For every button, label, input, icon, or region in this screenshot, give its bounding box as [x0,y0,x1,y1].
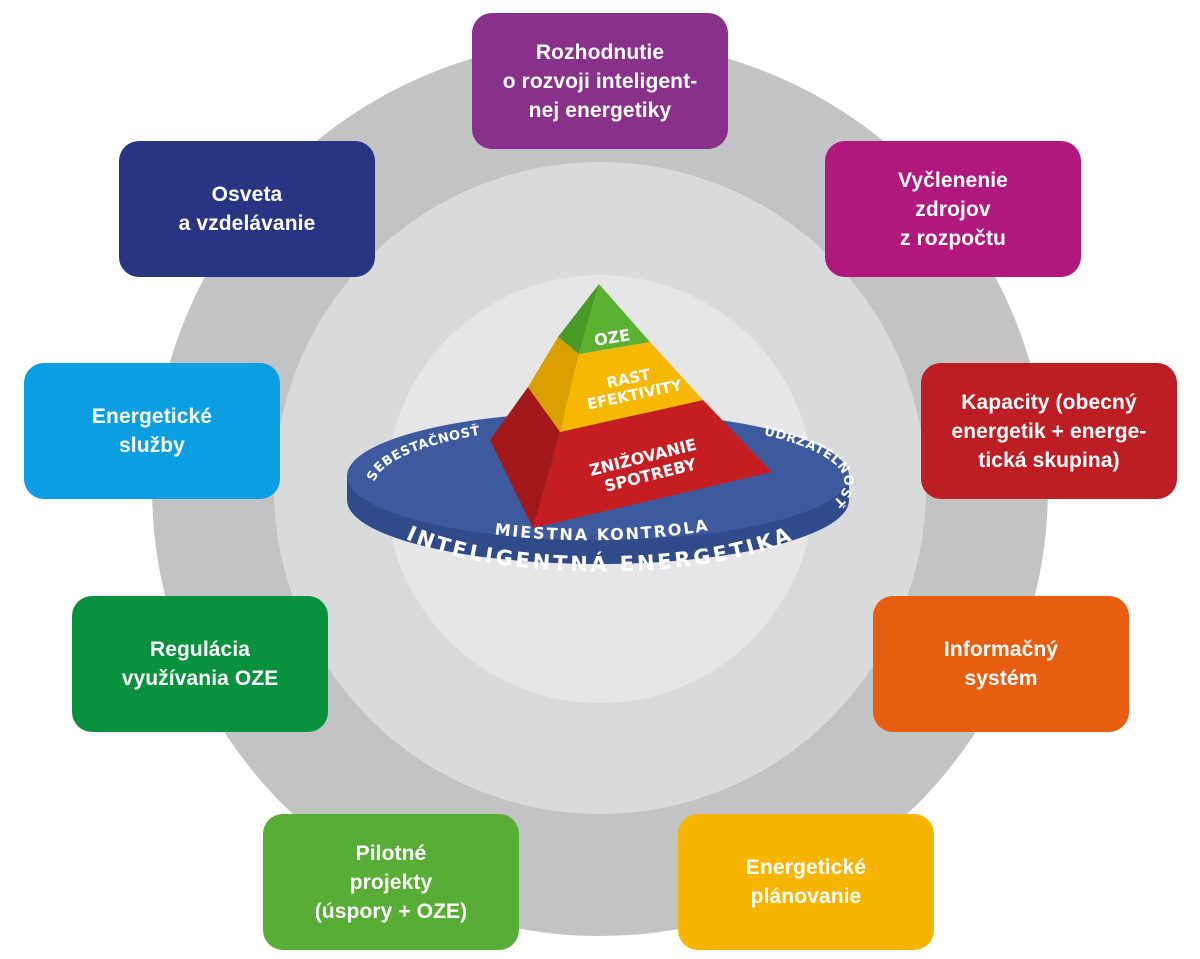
box-rozhodnutie[interactable]: Rozhodnutie o rozvoji inteligent- nej en… [472,13,728,149]
pyramid-middle-front-face [560,342,703,432]
box-label: Vyčlenenie zdrojov z rozpočtu [898,168,1008,250]
pyramid-top-front-face [579,284,650,354]
pyramid-top-left-face [558,284,599,354]
box-label: Kapacity (obecný energetik + energe- tic… [951,390,1147,472]
box-osveta[interactable]: Osveta a vzdelávanie [119,141,375,277]
box-label: Osveta a vzdelávanie [178,183,316,235]
box-energeticke-planovanie[interactable]: Energetické plánovanie [678,814,934,950]
box-informacny-system[interactable]: Informačný systém [873,596,1129,732]
box-label: Rozhodnutie o rozvoji inteligent- nej en… [502,40,698,122]
box-label: Energetické plánovanie [745,856,867,908]
box-regulacia-oze[interactable]: Regulácia využívania OZE [72,596,328,732]
box-energeticke-sluzby[interactable]: Energetické služby [24,363,280,499]
pyramid: OZE RAST EFEKTIVITY ZNIŽOVANIE SPOTREBY [490,284,772,528]
box-label: Pilotné projekty (úspory + OZE) [314,841,468,923]
box-kapacity[interactable]: Kapacity (obecný energetik + energe- tic… [921,363,1177,499]
pyramid-bottom-front-face [533,400,772,528]
pyramid-bottom-left-face [490,387,560,528]
box-pilotne-projekty[interactable]: Pilotné projekty (úspory + OZE) [263,814,519,950]
pyramid-middle-left-face [528,337,579,432]
box-label: Informačný systém [943,638,1059,690]
box-label: Energetické služby [91,405,213,457]
box-label: Regulácia využívania OZE [121,638,279,690]
box-vyclenenie-zdrojov[interactable]: Vyčlenenie zdrojov z rozpočtu [825,141,1081,277]
